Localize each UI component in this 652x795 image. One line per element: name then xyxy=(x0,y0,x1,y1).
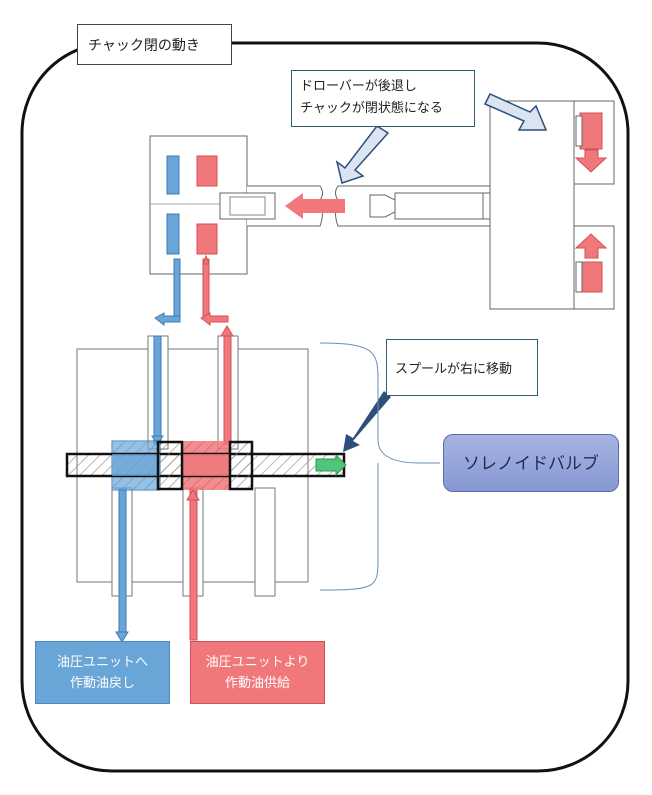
spool-note: スプールが右に移動 xyxy=(386,339,538,396)
outer-frame xyxy=(20,41,630,773)
arrow-down-right xyxy=(483,93,548,131)
return-label-line1: 油圧ユニットへ xyxy=(56,655,148,670)
drawbar-note: ドローバーが後退し チャックが閉状態になる xyxy=(291,70,475,127)
return-label: 油圧ユニットへ 作動油戻し xyxy=(35,641,170,704)
arrow-down-left xyxy=(335,124,390,184)
supply-label-line2: 作動油供給 xyxy=(224,676,290,691)
solenoid-valve-label: ソレノイドバルブ xyxy=(443,434,619,492)
diagram-title: チャック閉の動き xyxy=(77,24,232,65)
drawbar-note-line2: チャックが閉状態になる xyxy=(300,101,443,116)
spool-arrow-right xyxy=(315,453,347,477)
return-label-line2: 作動油戻し xyxy=(69,676,135,691)
spool-note-arrow xyxy=(343,391,391,452)
drawbar-arrow-left xyxy=(285,193,345,219)
solenoid-brace xyxy=(319,342,440,591)
hydraulic-cylinder xyxy=(489,100,615,310)
valve-body xyxy=(76,325,309,643)
drawbar xyxy=(219,185,498,227)
supply-label: 油圧ユニットより 作動油供給 xyxy=(190,641,325,704)
chuck-lines xyxy=(154,254,229,327)
drawbar-note-line1: ドローバーが後退し xyxy=(300,79,417,94)
spool xyxy=(65,440,347,491)
supply-label-line1: 油圧ユニットより xyxy=(205,655,310,670)
